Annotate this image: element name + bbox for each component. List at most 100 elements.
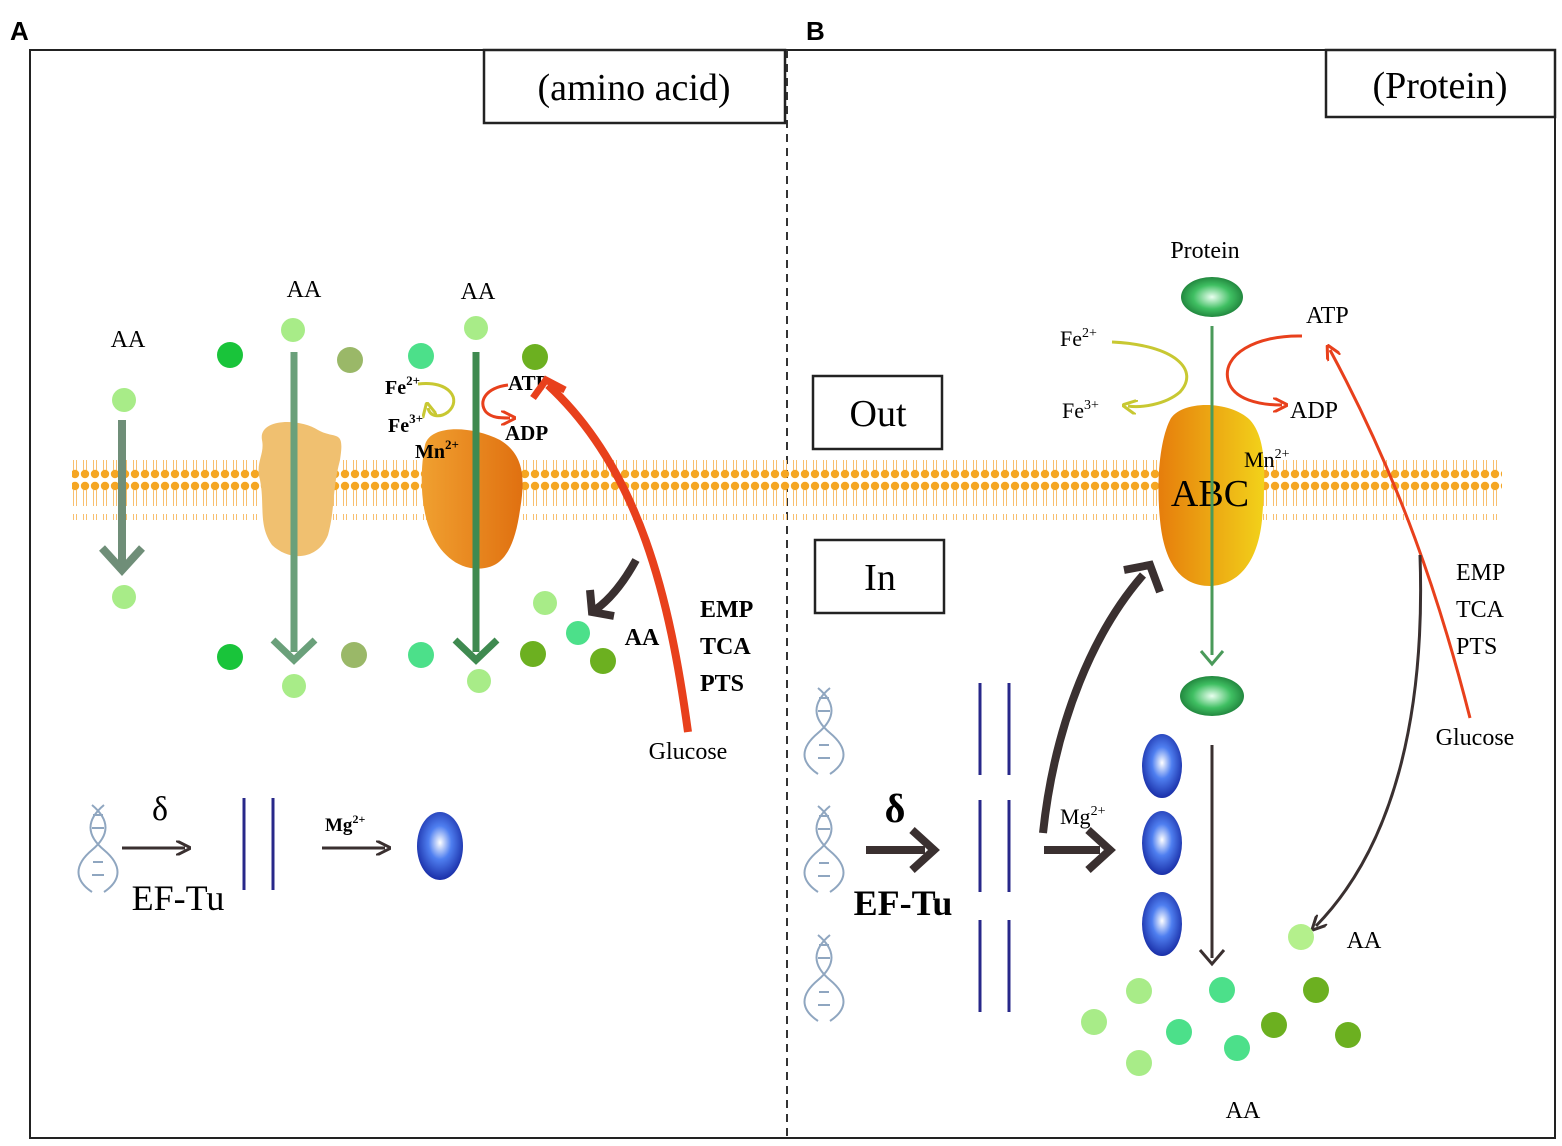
- fe2-label-b: Fe2+: [1060, 326, 1097, 351]
- amino-acid-dots-a: [112, 316, 616, 698]
- svg-text:Fe2+: Fe2+: [1060, 326, 1097, 351]
- dna-helix-icon: [803, 934, 845, 1022]
- atp-label-b: ATP: [1306, 303, 1349, 329]
- pathway-tca-a: TCA: [700, 634, 751, 660]
- amino-acid-dot: [520, 641, 546, 667]
- ribosome-lines-a: [242, 798, 275, 890]
- protein-icon-outside: [1181, 277, 1243, 317]
- fe2-label-a: Fe2+: [385, 373, 420, 399]
- eftu-protein-icon: [1142, 811, 1182, 875]
- protein-icon-inside: [1180, 676, 1244, 716]
- amino-acid-dot: [522, 344, 548, 370]
- out-box: Out: [811, 374, 944, 451]
- out-label: Out: [850, 393, 907, 435]
- aa-label: AA: [461, 279, 496, 305]
- protein-label: Protein: [1170, 238, 1239, 264]
- panel-label-b: B: [806, 16, 825, 46]
- pathway-emp-b: EMP: [1456, 560, 1505, 586]
- ribosome-lines-b: [978, 683, 1011, 1012]
- eftu-protein-icon: [417, 812, 463, 880]
- panel-a-title: (amino acid): [537, 67, 730, 109]
- eftu-protein-icon: [1142, 734, 1182, 798]
- protein-degradation-arrowhead: [1198, 949, 1226, 967]
- amino-acid-dot: [464, 316, 488, 340]
- amino-acid-dot: [408, 642, 434, 668]
- glucose-metabolism-arrow-b: [1330, 350, 1472, 719]
- amino-acid-dot: [1335, 1022, 1361, 1048]
- abc-label: ABC: [1171, 473, 1249, 515]
- glucose-arrowhead-a: [530, 375, 567, 401]
- aa-transport-arrow: [452, 352, 500, 665]
- amino-acid-dot: [1288, 924, 1314, 950]
- atp-hydrolysis-arrow-a: [481, 383, 510, 418]
- amino-acid-dot: [1209, 977, 1235, 1003]
- delta-label-b: δ: [885, 786, 906, 831]
- delta-label-a: δ: [152, 791, 168, 828]
- eftu-label-b: EF-Tu: [854, 883, 953, 923]
- amino-acid-dot: [337, 347, 363, 373]
- pathways-b: EMP TCA PTS: [1456, 560, 1505, 660]
- pathway-pts-b: PTS: [1456, 634, 1497, 660]
- amino-acid-dot: [112, 388, 136, 412]
- aa-label: AA: [111, 327, 146, 353]
- pathway-pts-a: PTS: [700, 671, 744, 697]
- eftu-label-a: EF-Tu: [132, 878, 225, 918]
- dna-helix-icon: [803, 805, 845, 893]
- atp-hydrolysis-arrow-b: [1225, 334, 1303, 405]
- svg-text:Fe3+: Fe3+: [388, 411, 423, 437]
- eftu-protein-icon: [1142, 892, 1182, 956]
- dna-helix-icon: [803, 687, 845, 775]
- mg-label-a: Mg2+: [325, 812, 365, 836]
- panel-a-title-box: (amino acid): [482, 48, 787, 125]
- panel-b-title: (Protein): [1372, 65, 1507, 107]
- in-label: In: [864, 557, 896, 599]
- amino-acid-dot: [566, 621, 590, 645]
- figure-frame: [29, 49, 1556, 1139]
- amino-acid-dot: [1303, 977, 1329, 1003]
- mn-label-a: Mn2+: [415, 437, 459, 463]
- panel-b-title-box: (Protein): [1324, 48, 1557, 119]
- svg-text:Mg2+: Mg2+: [325, 812, 365, 836]
- amino-acid-dot: [467, 669, 491, 693]
- amino-acid-dot: [533, 591, 557, 615]
- amino-acid-dot: [408, 343, 434, 369]
- aa-production-arrow-b: [1316, 554, 1423, 926]
- amino-acid-dot: [282, 674, 306, 698]
- amino-acid-dot: [1261, 1012, 1287, 1038]
- glucose-label-b: Glucose: [1436, 725, 1515, 751]
- svg-text:Mn2+: Mn2+: [1244, 447, 1290, 472]
- svg-text:Fe3+: Fe3+: [1062, 398, 1099, 423]
- glucose-metabolism-arrow-a: [545, 382, 692, 733]
- svg-text:Fe2+: Fe2+: [385, 373, 420, 399]
- amino-acid-dot: [112, 585, 136, 609]
- svg-text:Mg2+: Mg2+: [1060, 804, 1106, 829]
- adp-label-a: ADP: [505, 421, 548, 445]
- amino-acid-dot: [217, 342, 243, 368]
- svg-text:Mn2+: Mn2+: [415, 437, 459, 463]
- pathways-a: EMP TCA PTS: [700, 597, 753, 697]
- aa-label: AA: [1226, 1098, 1261, 1124]
- pathway-emp-a: EMP: [700, 597, 753, 623]
- translation-arrowhead-b: [909, 827, 940, 873]
- amino-acid-dot: [217, 644, 243, 670]
- fe-redox-arrow-b: [1111, 340, 1189, 407]
- amino-acid-dots-b: [1081, 924, 1361, 1076]
- aa-diffusion-arrow: [99, 420, 145, 576]
- glucose-label-a: Glucose: [649, 739, 728, 765]
- adp-label-b: ADP: [1290, 398, 1338, 424]
- aa-label: AA: [1347, 928, 1382, 954]
- channel-protein-tan: [258, 421, 342, 557]
- amino-acid-dot: [341, 642, 367, 668]
- dna-helix-icon: [77, 804, 119, 893]
- abc-regulation-arrowhead: [1123, 560, 1164, 594]
- amino-acid-dot: [1081, 1009, 1107, 1035]
- in-box: In: [813, 538, 946, 615]
- aa-label: AA: [625, 625, 660, 651]
- amino-acid-dot: [1224, 1035, 1250, 1061]
- amino-acid-dot: [281, 318, 305, 342]
- aa-production-arrowhead-a: [586, 589, 615, 620]
- fe3-label-b: Fe3+: [1062, 398, 1099, 423]
- pathway-tca-b: TCA: [1456, 597, 1505, 623]
- amino-acid-dot: [1126, 978, 1152, 1004]
